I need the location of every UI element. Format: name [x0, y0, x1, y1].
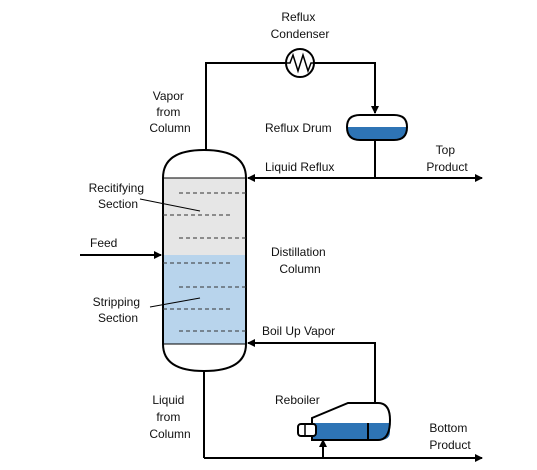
boil-up-vapor-line — [247, 339, 376, 403]
reflux-drum-liquid — [347, 127, 407, 140]
liquid-from-column-label: Liquid from Column — [149, 393, 190, 441]
reflux-condenser — [285, 48, 315, 78]
reboiler-label: Reboiler — [275, 393, 320, 407]
column-fill — [163, 178, 246, 344]
distillation-column-label: Distillation Column — [271, 245, 329, 276]
vapor-line — [205, 62, 286, 150]
liquid-reflux-label: Liquid Reflux — [265, 160, 334, 174]
bottom-product-label: Bottom Product — [429, 421, 471, 452]
boil-up-vapor-label: Boil Up Vapor — [262, 324, 335, 338]
stripping-region — [163, 255, 246, 344]
rectifying-leader — [139, 198, 201, 212]
reboiler — [297, 402, 392, 441]
reflux-drum-label: Reflux Drum — [265, 121, 332, 135]
condenser-coil-icon — [286, 52, 314, 74]
vapor-from-column-label: Vapor from Column — [149, 89, 190, 135]
reflux-drum — [345, 114, 409, 141]
top-product-label: Top Product — [426, 143, 468, 174]
reflux-condenser-label: Reflux Condenser — [271, 10, 330, 41]
stripping-leader — [149, 297, 201, 308]
reboiler-tube-bundle — [297, 423, 317, 437]
reboiler-liquid — [312, 423, 390, 440]
feed-label: Feed — [90, 236, 117, 250]
reboiler-shell — [311, 402, 392, 441]
stripping-section-label: Stripping Section — [93, 295, 144, 325]
rectifying-section-label: Recitifying Section — [89, 181, 148, 211]
condenser-outlet-line — [314, 62, 379, 114]
reflux-drum-shell — [345, 114, 409, 141]
rectifying-region — [163, 178, 246, 255]
